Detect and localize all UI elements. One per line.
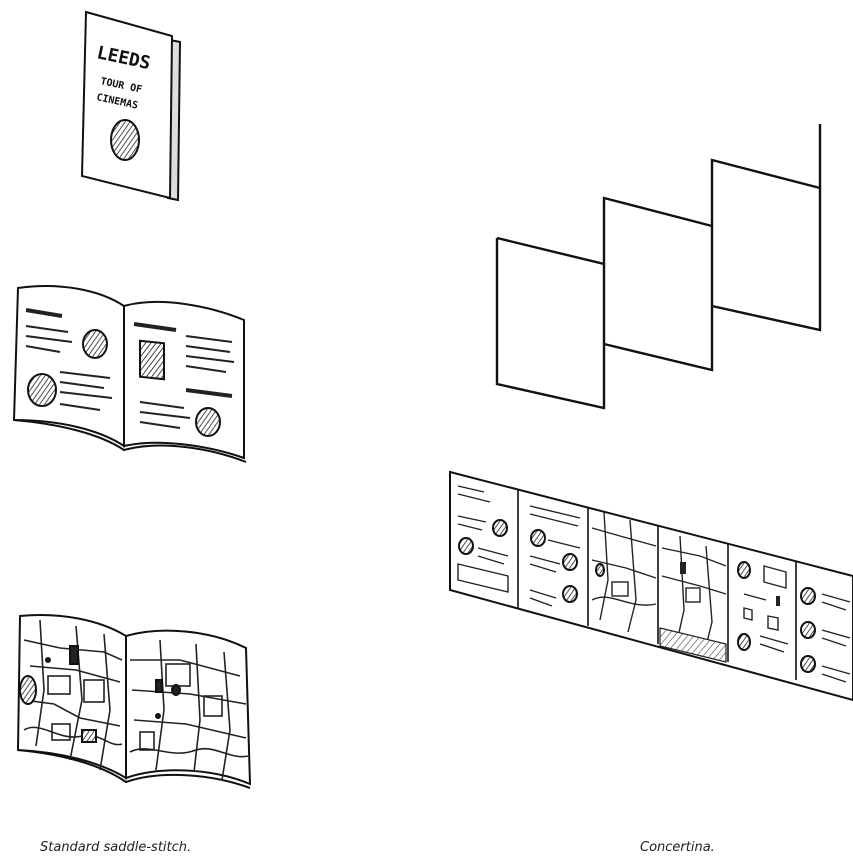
open-booklet-map [18, 615, 250, 788]
caption-saddle-stitch: Standard saddle-stitch. [40, 840, 191, 855]
concertina-fold-outline [497, 124, 820, 408]
caption-concertina: Concertina. [640, 840, 715, 855]
closed-booklet: LEEDS TOUR OF CINEMAS [82, 12, 180, 200]
open-booklet-text [14, 286, 246, 462]
cover-circle-graphic [111, 120, 139, 160]
concertina-unfolded [450, 472, 853, 700]
